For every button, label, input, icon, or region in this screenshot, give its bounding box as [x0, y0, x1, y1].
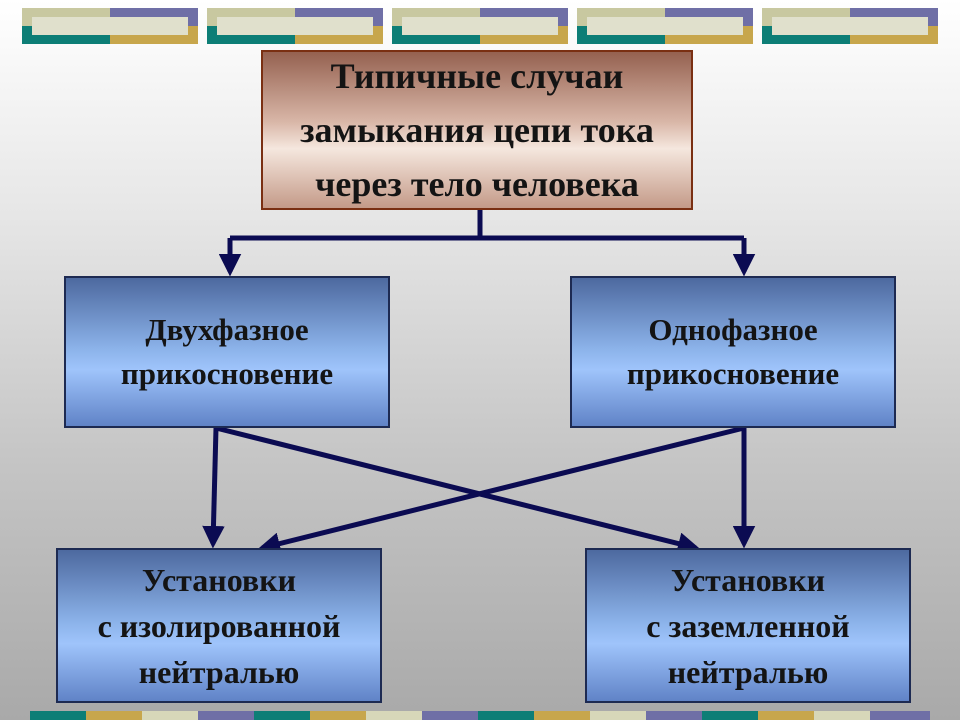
single-phase-contact-box: Однофазное прикосновение [570, 276, 896, 428]
top-deco-block-3 [392, 8, 568, 44]
two-phase-contact-box: Двухфазное прикосновение [64, 276, 390, 428]
grounded-neutral-label: Установки с заземленной нейтралью [646, 561, 850, 690]
arrow-two-phase-to-isolated [202, 427, 225, 549]
isolated-neutral-box: Установки с изолированной нейтралью [56, 548, 382, 703]
top-deco-block-2 [207, 8, 383, 44]
title-box: Типичные случаи замыкания цепи тока чере… [261, 50, 693, 210]
decorative-bottom-border [30, 711, 930, 720]
decorative-top-border [22, 8, 938, 44]
title-box-label: Типичные случаи замыкания цепи тока чере… [300, 56, 654, 204]
top-deco-block-5 [762, 8, 938, 44]
arrow-single-phase-to-isolated [257, 425, 745, 555]
top-deco-block-4 [577, 8, 753, 44]
isolated-neutral-label: Установки с изолированной нейтралью [97, 561, 341, 690]
arrow-two-phase-to-grounded [215, 425, 701, 555]
top-deco-block-1 [22, 8, 198, 44]
single-phase-contact-label: Однофазное прикосновение [626, 312, 840, 391]
grounded-neutral-box: Установки с заземленной нейтралью [585, 548, 911, 703]
two-phase-contact-label: Двухфазное прикосновение [120, 312, 334, 391]
